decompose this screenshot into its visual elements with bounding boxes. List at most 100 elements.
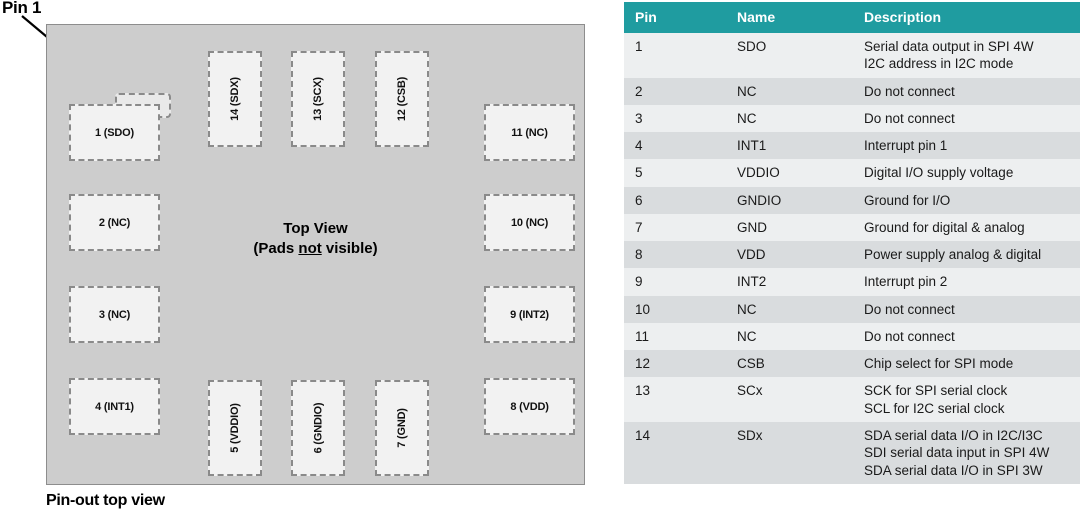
table-header: Pin Name Description	[624, 2, 1080, 33]
pad-label: 6 (GNDIO)	[312, 402, 325, 454]
pads-text-post: visible)	[321, 240, 378, 258]
description-line: Power supply analog & digital	[864, 247, 1042, 263]
cell-name: NC	[725, 295, 855, 323]
cell-name: VDDIO	[725, 159, 855, 187]
pad-9[interactable]: 9 (INT2)	[484, 286, 575, 343]
pad-6[interactable]: 6 (GNDIO)	[291, 380, 345, 476]
description-line: Do not connect	[864, 83, 955, 99]
cell-description: SDA serial data I/O in I2C/I3C SDI serial…	[855, 421, 1080, 484]
description-line: Interrupt pin 1	[864, 138, 948, 154]
cell-pin: 11	[624, 322, 725, 351]
pad-label: 3 (NC)	[98, 308, 131, 321]
pad-10[interactable]: 10 (NC)	[484, 194, 575, 251]
description-line: I2C address in I2C mode	[864, 56, 1014, 72]
description-line: Serial data output in SPI 4W	[864, 39, 1034, 54]
column-header-name: Name	[725, 2, 855, 33]
cell-description: Do not connect	[855, 295, 1080, 323]
cell-pin: 5	[624, 159, 725, 187]
pad-11[interactable]: 11 (NC)	[484, 104, 575, 161]
pad-1[interactable]: 1 (SDO)	[69, 104, 160, 161]
description-line: Do not connect	[864, 301, 955, 317]
cell-pin: 10	[624, 295, 725, 323]
pad-label: 11 (NC)	[511, 126, 548, 139]
description-line: Ground for I/O	[864, 192, 951, 208]
description-line: Ground for digital & analog	[864, 219, 1025, 235]
cell-pin: 9	[624, 268, 725, 296]
cell-pin: 4	[624, 132, 725, 160]
cell-name: NC	[725, 77, 855, 105]
pad-label: 9 (INT2)	[510, 308, 549, 321]
cell-description: Do not connect	[855, 322, 1080, 351]
cell-pin: 6	[624, 186, 725, 214]
top-view-line2: (Pads not visible)	[47, 239, 584, 259]
cell-pin: 2	[624, 77, 725, 105]
pad-label: 4 (INT1)	[95, 400, 134, 413]
cell-description: Ground for digital & analog	[855, 213, 1080, 242]
pad-12[interactable]: 12 (CSB)	[375, 51, 429, 147]
description-line: SDA serial data I/O in I2C/I3C	[864, 427, 1043, 443]
cell-name: INT1	[725, 132, 855, 160]
pad-2[interactable]: 2 (NC)	[69, 194, 160, 251]
description-line: Do not connect	[864, 110, 955, 126]
cell-name: CSB	[725, 350, 855, 378]
cell-name: GNDIO	[725, 186, 855, 214]
cell-pin: 8	[624, 241, 725, 269]
pad-label: 5 (VDDIO)	[228, 403, 241, 453]
cell-name: NC	[725, 322, 855, 351]
cell-pin: 7	[624, 213, 725, 242]
cell-name: NC	[725, 104, 855, 133]
column-header-description: Description	[855, 2, 1080, 33]
pad-4[interactable]: 4 (INT1)	[69, 378, 160, 435]
description-line: SDI serial data input in SPI 4W	[864, 445, 1050, 461]
chip-body: 1 (SDO) 2 (NC) 3 (NC) 4 (INT1) 5 (VDDIO)…	[46, 24, 585, 485]
pad-3[interactable]: 3 (NC)	[69, 286, 160, 343]
pinout-diagram-panel: Pin 1 1 (SDO) 2 (NC) 3 (NC) 4 (INT1) 5 (…	[2, 0, 585, 509]
cell-pin: 12	[624, 350, 725, 378]
description-line: Interrupt pin 2	[864, 274, 948, 290]
cell-description: Interrupt pin 1	[855, 132, 1080, 160]
pad-13[interactable]: 13 (SCX)	[291, 51, 345, 147]
description-line: SCL for I2C serial clock	[864, 400, 1005, 416]
pad-label: 10 (NC)	[510, 216, 549, 229]
pad-7[interactable]: 7 (GND)	[375, 380, 429, 476]
pad-14[interactable]: 14 (SDX)	[208, 51, 262, 147]
pad-label: 2 (NC)	[98, 216, 131, 229]
description-line: SDA serial data I/O in SPI 3W	[864, 462, 1043, 478]
pad-label: 13 (SCX)	[311, 77, 324, 121]
cell-name: SCx	[725, 377, 855, 422]
cell-name: SDx	[725, 421, 855, 484]
column-header-pin: Pin	[624, 2, 725, 33]
pad-label: 14 (SDX)	[228, 77, 241, 121]
pad-8[interactable]: 8 (VDD)	[484, 378, 575, 435]
pad-label: 7 (GND)	[395, 408, 408, 448]
top-view-line1: Top View	[283, 220, 348, 237]
cell-name: SDO	[725, 33, 855, 78]
pads-text-pre: (Pads	[253, 240, 299, 258]
description-line: Digital I/O supply voltage	[864, 165, 1014, 181]
cell-description: Ground for I/O	[855, 186, 1080, 214]
table-header-row: Pin Name Description	[624, 2, 1080, 33]
cell-name: VDD	[725, 241, 855, 269]
description-line: Do not connect	[864, 328, 955, 344]
description-line: Chip select for SPI mode	[864, 356, 1014, 372]
cell-pin: 14	[624, 421, 725, 484]
pad-label: 12 (CSB)	[396, 76, 408, 122]
cell-name: INT2	[725, 268, 855, 296]
cell-pin: 13	[624, 377, 725, 422]
pad-5[interactable]: 5 (VDDIO)	[208, 380, 262, 476]
pad-label: 1 (SDO)	[95, 126, 134, 139]
